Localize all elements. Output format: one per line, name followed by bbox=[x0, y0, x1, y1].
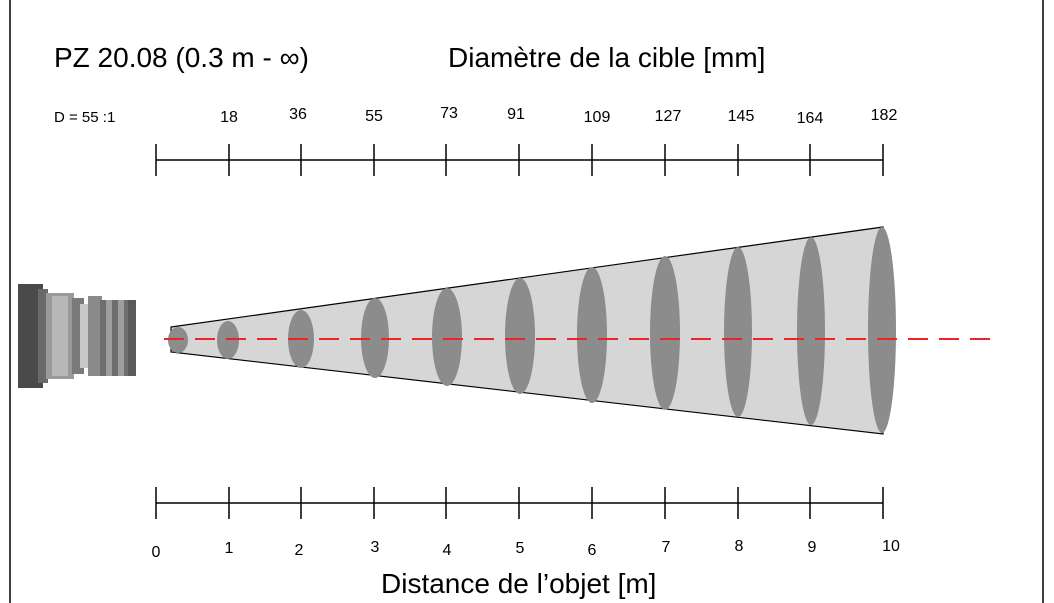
spot-10 bbox=[868, 227, 896, 433]
diameter-scale: 18 36 55 73 91 109 127 145 164 182 bbox=[155, 105, 898, 176]
diameter-label: 127 bbox=[655, 108, 682, 125]
spot-6 bbox=[577, 267, 607, 403]
spot-5 bbox=[505, 278, 535, 394]
diameter-label: 145 bbox=[728, 108, 755, 125]
distance-label: 1 bbox=[225, 540, 234, 557]
diameter-label: 55 bbox=[365, 108, 383, 125]
distance-ratio: D = 55 :1 bbox=[54, 109, 116, 126]
diameter-label: 36 bbox=[289, 106, 307, 123]
distance-label: 7 bbox=[662, 539, 671, 556]
diameter-label: 182 bbox=[871, 107, 898, 124]
distance-label: 9 bbox=[808, 539, 817, 556]
spot-7 bbox=[650, 256, 680, 410]
spot-4 bbox=[432, 288, 462, 386]
model-title: PZ 20.08 (0.3 m - ∞) bbox=[54, 42, 309, 73]
target-spots bbox=[168, 227, 896, 433]
diameter-label: 18 bbox=[220, 109, 238, 126]
distance-label: 5 bbox=[516, 540, 525, 557]
sensor-lens-icon bbox=[18, 284, 136, 388]
distance-scale: 0 1 2 3 4 5 6 7 8 9 10 bbox=[152, 487, 900, 561]
distance-label: 8 bbox=[735, 538, 744, 555]
distance-label: 2 bbox=[295, 542, 304, 559]
distance-label: 4 bbox=[443, 542, 452, 559]
distance-title: Distance de l’objet [m] bbox=[381, 568, 657, 599]
spot-8 bbox=[724, 247, 752, 417]
distance-label: 3 bbox=[371, 539, 380, 556]
spot-3 bbox=[361, 298, 389, 378]
spot-9 bbox=[797, 237, 825, 425]
diameter-label: 91 bbox=[507, 106, 525, 123]
distance-label: 0 bbox=[152, 544, 161, 561]
distance-label: 6 bbox=[588, 542, 597, 559]
diameter-label: 73 bbox=[440, 105, 458, 122]
diameter-title: Diamètre de la cible [mm] bbox=[448, 42, 766, 73]
diameter-label: 164 bbox=[797, 110, 824, 127]
diameter-label: 109 bbox=[584, 109, 611, 126]
distance-label: 10 bbox=[882, 538, 900, 555]
